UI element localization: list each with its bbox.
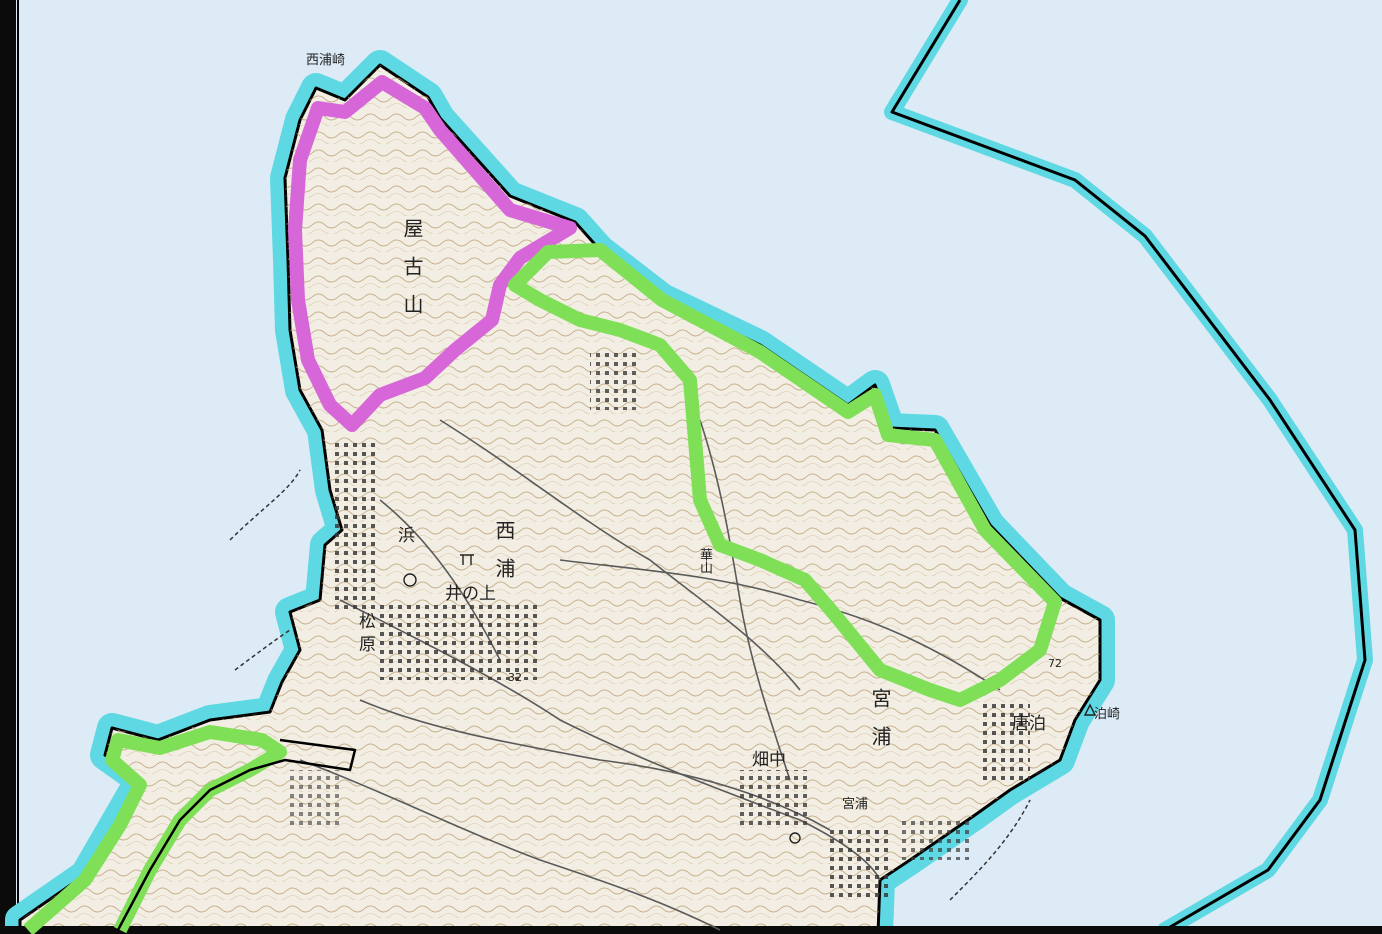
- school-icon: [403, 573, 417, 587]
- label-hatanaka: 畑中: [752, 750, 786, 770]
- settlements: [290, 350, 1030, 900]
- label-nishiura-cape: 西浦崎: [306, 53, 346, 68]
- zone-outline-southwest: [116, 738, 357, 931]
- label-hanayama: 華山: [697, 548, 712, 574]
- left-border: [0, 0, 16, 934]
- label-inoue: 井の上: [445, 584, 496, 604]
- offshore-boundary: [884, 0, 1373, 934]
- lighthouse-icon: [1083, 703, 1097, 716]
- harbor-features: [229, 469, 1031, 901]
- bottom-border: [0, 926, 1382, 934]
- label-tomari: 唐泊: [1012, 714, 1046, 734]
- label-matsubara: 松原: [355, 612, 375, 658]
- label-miyaura: 宮浦: [868, 688, 892, 764]
- label-north-hill: 屋古山: [400, 218, 424, 332]
- elevation-72: 72: [1048, 657, 1062, 670]
- zone-boundary-east: [508, 243, 1062, 707]
- label-tomari-cape: 泊崎: [1094, 707, 1121, 722]
- label-nishiura: 西浦: [492, 520, 516, 596]
- elevation-32: 32: [508, 671, 522, 684]
- shrine-icon: [460, 554, 474, 565]
- label-hama: 浜: [398, 526, 415, 546]
- map-symbols: [403, 554, 1097, 844]
- zone-boundary-north: [288, 75, 577, 432]
- peninsula: [5, 50, 1115, 934]
- label-miyaura-port: 宮浦: [842, 797, 869, 812]
- temple-icon: [789, 832, 801, 844]
